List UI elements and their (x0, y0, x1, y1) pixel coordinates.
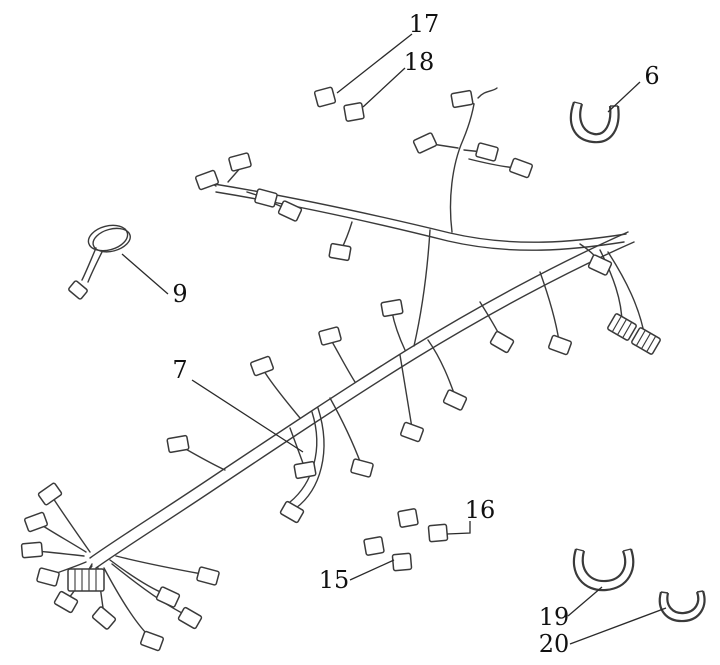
connector (489, 330, 515, 354)
harness-branches (35, 87, 646, 638)
callout-17: 17 (409, 10, 440, 38)
part-15-connector (391, 552, 413, 572)
part-18-connector (343, 102, 365, 122)
connector (450, 89, 474, 109)
connector (548, 334, 572, 356)
connector-multi-pin-block (67, 568, 105, 592)
branch-wire (399, 354, 413, 429)
branch-wire (115, 555, 203, 575)
leader-lines (121, 33, 667, 645)
connector (509, 157, 533, 179)
branch-wire (35, 550, 85, 557)
connector (155, 586, 181, 608)
cable-clamp-part-19 (572, 548, 635, 592)
callout-16: 16 (465, 496, 496, 524)
connector (380, 298, 404, 318)
callout-9: 9 (172, 280, 187, 308)
leader-line-7 (191, 379, 304, 453)
leader-line-6 (607, 81, 641, 113)
branch-wire (52, 497, 91, 553)
leader-line-9 (121, 253, 169, 295)
connectors (20, 89, 661, 652)
leader-line-17 (336, 33, 413, 94)
connector (68, 280, 88, 300)
callout-15: 15 (319, 566, 350, 594)
harness-line (213, 183, 627, 243)
connector (400, 421, 424, 443)
harness-line (95, 241, 635, 569)
connector (328, 242, 352, 262)
harness-line (413, 229, 431, 347)
callout-19: 19 (539, 603, 570, 631)
connector (53, 590, 79, 614)
branch-wire (103, 567, 151, 638)
connector (24, 511, 48, 533)
connector (140, 630, 164, 652)
callout-7: 7 (172, 356, 187, 384)
connector (37, 482, 63, 506)
leader-line-15 (349, 559, 395, 581)
branch-wire (330, 339, 356, 383)
connector (177, 606, 203, 630)
connector (350, 458, 374, 478)
connector (475, 142, 499, 162)
connector (196, 566, 220, 586)
part-16-connector (427, 523, 449, 543)
cable-clamp-part-20 (658, 590, 706, 623)
branch-wire (39, 523, 87, 553)
connector (442, 389, 468, 411)
connector-multi-pin (631, 327, 661, 355)
callout-18: 18 (404, 48, 435, 76)
branch-wire (449, 103, 475, 233)
connector (36, 567, 60, 587)
connector (250, 355, 274, 377)
branch-wire (289, 427, 305, 467)
leader-line-19 (567, 586, 603, 617)
harness-line (89, 231, 629, 559)
callout-6: 6 (644, 62, 659, 90)
leader-line-18 (362, 67, 406, 108)
branch-wire (111, 563, 187, 616)
branch-wire (263, 370, 301, 419)
loose-parts (68, 86, 706, 623)
branch-wire (539, 271, 560, 342)
branch-wire (181, 446, 226, 471)
connector (279, 500, 305, 524)
connector-multi-pin (607, 313, 637, 341)
part-16-connector (397, 508, 419, 528)
part-17-connector (313, 86, 337, 108)
connector (228, 152, 252, 172)
branch-wire (329, 397, 362, 465)
callout-20: 20 (539, 630, 570, 658)
connector (254, 188, 278, 208)
branch-wire (295, 407, 325, 509)
connector (587, 254, 613, 276)
branch-wire (477, 87, 498, 99)
connector (91, 606, 117, 630)
connector (412, 132, 438, 154)
connector (20, 541, 44, 559)
branch-wire (391, 311, 406, 351)
callout-labels: 17 18 6 9 7 16 15 19 20 (172, 10, 659, 658)
wire-coil-part-9 (68, 224, 131, 300)
part-15-connector (363, 536, 385, 556)
connector (277, 200, 303, 222)
leader-line-16 (446, 521, 471, 535)
leader-line-20 (569, 607, 667, 645)
connector (293, 460, 317, 480)
connector (166, 434, 190, 454)
connector (195, 169, 219, 191)
connector (318, 326, 342, 346)
